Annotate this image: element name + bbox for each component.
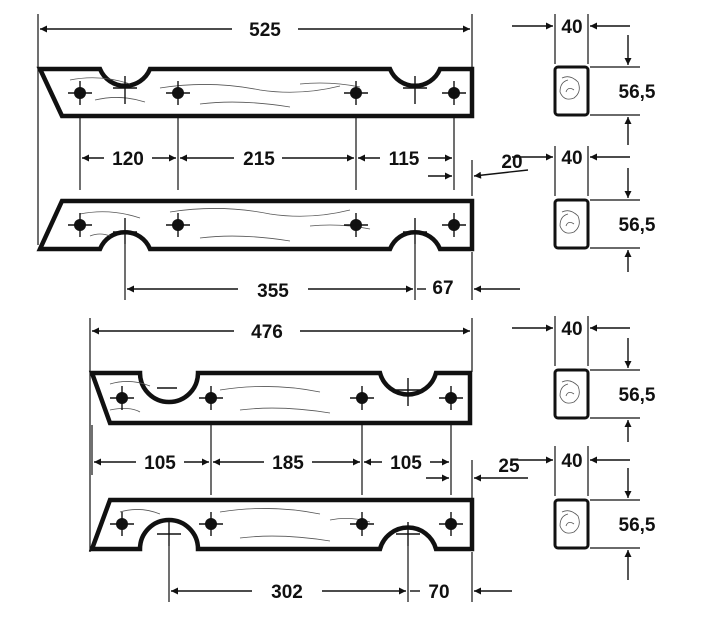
- section-height-label: 56,5: [619, 515, 656, 536]
- cross-section-b-bottom: 40 56,5: [512, 446, 656, 580]
- section-width-label: 40: [561, 148, 582, 169]
- dimension-end-offset-b: 25: [426, 456, 528, 498]
- section-height-label: 56,5: [619, 215, 656, 236]
- dimension-label-302: 302: [271, 582, 303, 603]
- cross-section-b-top: 40 56,5: [512, 316, 656, 442]
- dimension-label-215: 215: [243, 149, 275, 170]
- wood-bar-a-top: [36, 66, 475, 119]
- dimension-arc-spacing-b: 302 70: [168, 546, 512, 603]
- dimension-label-67: 67: [432, 278, 453, 299]
- dimension-arc-spacing-a: 355 67: [124, 244, 520, 302]
- section-height-label: 56,5: [619, 82, 656, 103]
- section-height-label: 56,5: [619, 385, 656, 406]
- dimension-label-25: 25: [498, 456, 520, 477]
- section-width-label: 40: [561, 451, 582, 472]
- set-b: 476: [88, 316, 656, 603]
- dimension-overall-length-b: 476: [89, 318, 473, 552]
- dimension-label-105: 105: [144, 453, 176, 474]
- dimension-label-115: 115: [389, 149, 420, 170]
- dimension-label-120: 120: [112, 149, 144, 170]
- dimension-label-476: 476: [251, 322, 283, 343]
- wood-bar-b-bottom: [88, 497, 475, 552]
- dimension-label-525: 525: [249, 20, 281, 41]
- dimension-label-185: 185: [272, 453, 304, 474]
- cross-section-a-bottom: 40 56,5: [512, 146, 656, 272]
- dimension-label-20: 20: [501, 152, 522, 173]
- dimension-hole-chain-a: 120 215 115: [79, 118, 455, 190]
- dimension-label-70: 70: [428, 582, 449, 603]
- wood-bar-a-bottom: [36, 198, 475, 252]
- dimension-hole-chain-b: 105 185 105: [91, 425, 452, 495]
- section-width-label: 40: [561, 319, 582, 340]
- wood-bar-b-top: [88, 370, 473, 426]
- section-width-label: 40: [561, 17, 582, 38]
- set-a: 525: [36, 14, 656, 302]
- dimension-label-105: 105: [390, 453, 422, 474]
- cross-section-a-top: 40 56,5: [512, 14, 656, 145]
- dimension-label-355: 355: [257, 281, 289, 302]
- dimension-overall-length-a: 525: [37, 14, 473, 245]
